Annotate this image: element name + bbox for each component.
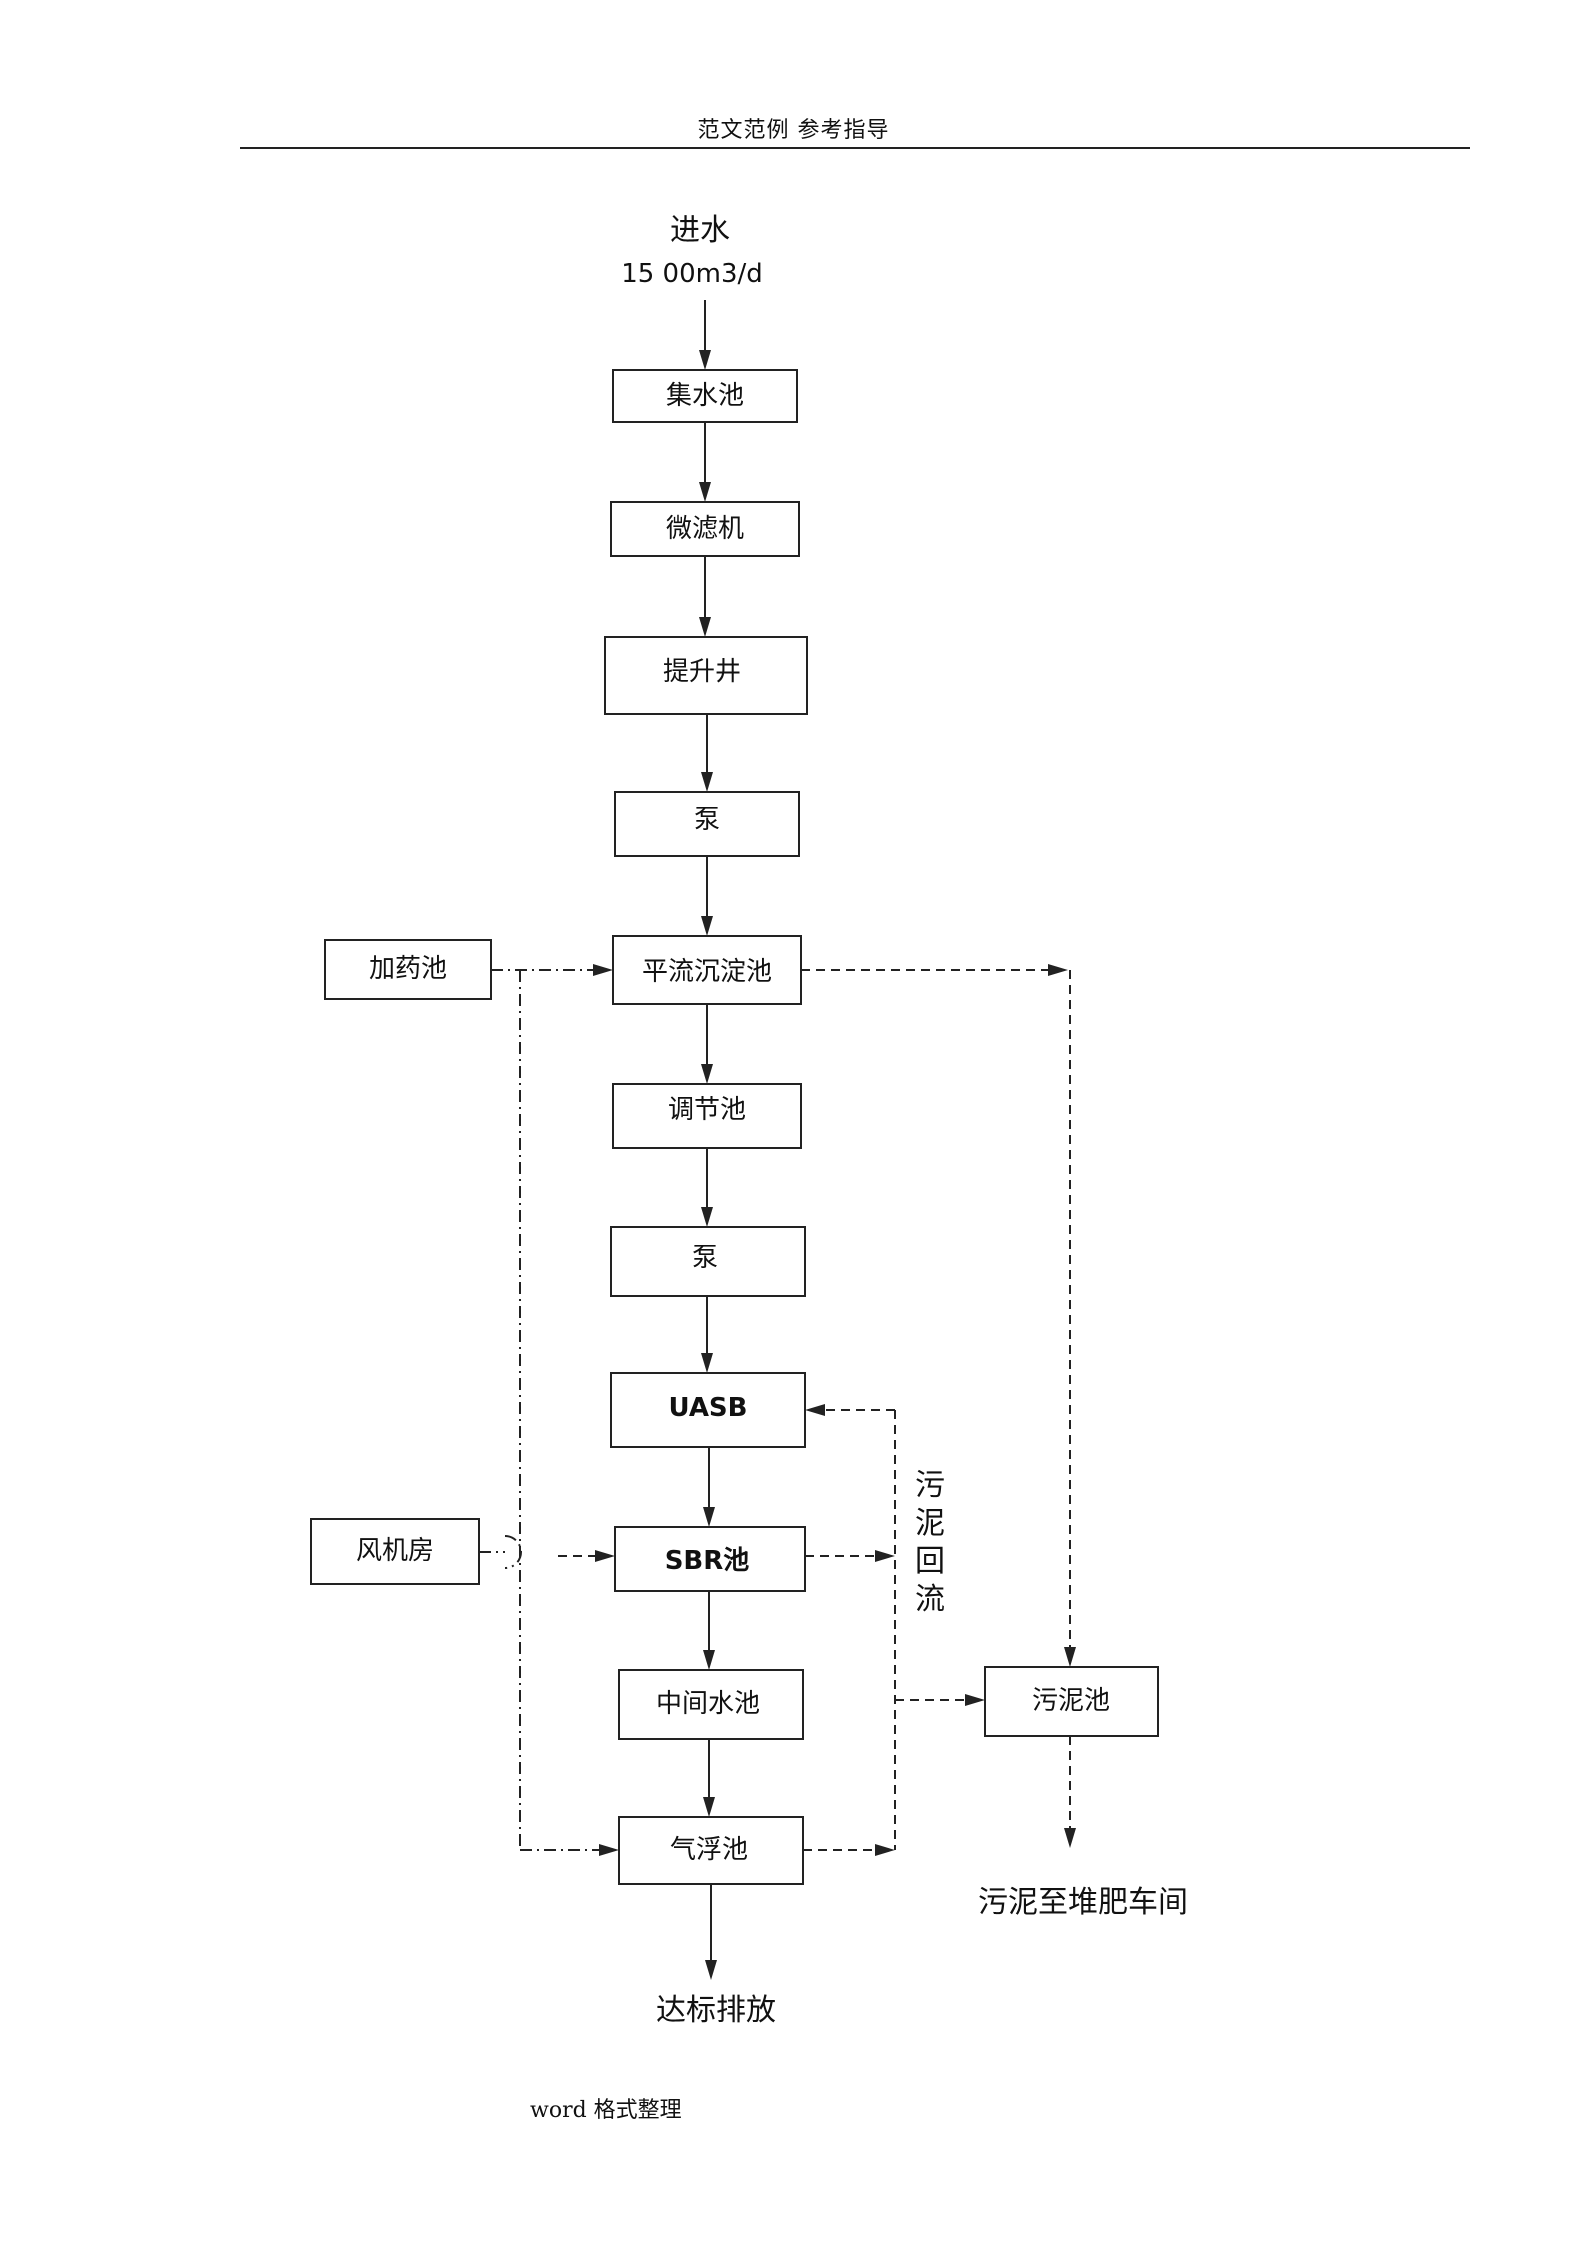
intermediate-tank-label: 中间水池 xyxy=(656,1689,760,1719)
inlet-flow-rate: 15 00m3/d xyxy=(621,259,763,289)
header-rule xyxy=(240,147,1470,149)
sbr-tank-box[interactable]: SBR池 xyxy=(614,1526,806,1592)
sedimentation-tank-box[interactable]: 平流沉淀池 xyxy=(612,935,802,1005)
pump-2-box[interactable]: 泵 xyxy=(610,1226,806,1297)
blower-room-label: 风机房 xyxy=(356,1536,434,1566)
collection-tank-label: 集水池 xyxy=(666,381,744,411)
equalization-tank-box[interactable]: 调节池 xyxy=(612,1083,802,1149)
page-footer: word 格式整理 xyxy=(530,2098,682,2123)
sludge-destination-label: 污泥至堆肥车间 xyxy=(978,1885,1188,1920)
dosing-tank-label: 加药池 xyxy=(369,954,447,984)
micro-filter-label: 微滤机 xyxy=(666,514,744,544)
svg-text:流: 流 xyxy=(915,1582,945,1617)
sludge-flow-lines xyxy=(801,964,1076,1856)
flotation-tank-label: 气浮池 xyxy=(670,1835,748,1865)
blower-room-box[interactable]: 风机房 xyxy=(310,1518,480,1585)
sedimentation-tank-label: 平流沉淀池 xyxy=(642,957,772,987)
main-flow-arrows xyxy=(699,300,717,1980)
svg-text:泥: 泥 xyxy=(915,1506,945,1541)
pump-1-label: 泵 xyxy=(694,805,720,835)
collection-tank-box[interactable]: 集水池 xyxy=(612,369,798,423)
pump-2-label: 泵 xyxy=(692,1243,718,1273)
dosing-air-lines xyxy=(479,964,619,1856)
micro-filter-box[interactable]: 微滤机 xyxy=(610,501,800,557)
sludge-tank-box[interactable]: 污泥池 xyxy=(984,1666,1159,1737)
page-header: 范文范例 参考指导 xyxy=(697,118,890,143)
inlet-label: 进水 xyxy=(670,213,730,248)
uasb-box[interactable]: UASB xyxy=(610,1372,806,1448)
sludge-tank-label: 污泥池 xyxy=(1032,1686,1110,1716)
lift-well-label: 提升井 xyxy=(663,657,741,687)
sludge-return-label: 污 泥 回 流 xyxy=(915,1468,945,1617)
lift-well-box[interactable]: 提升井 xyxy=(604,636,808,715)
flotation-tank-box[interactable]: 气浮池 xyxy=(618,1816,804,1885)
intermediate-tank-box[interactable]: 中间水池 xyxy=(618,1669,804,1740)
svg-text:回: 回 xyxy=(915,1544,945,1579)
equalization-tank-label: 调节池 xyxy=(668,1095,746,1125)
pump-1-box[interactable]: 泵 xyxy=(614,791,800,857)
sbr-tank-label: SBR池 xyxy=(665,1546,750,1576)
svg-text:污: 污 xyxy=(915,1468,945,1503)
outlet-label: 达标排放 xyxy=(656,1993,776,2028)
dosing-tank-box[interactable]: 加药池 xyxy=(324,939,492,1000)
uasb-label: UASB xyxy=(669,1393,748,1423)
